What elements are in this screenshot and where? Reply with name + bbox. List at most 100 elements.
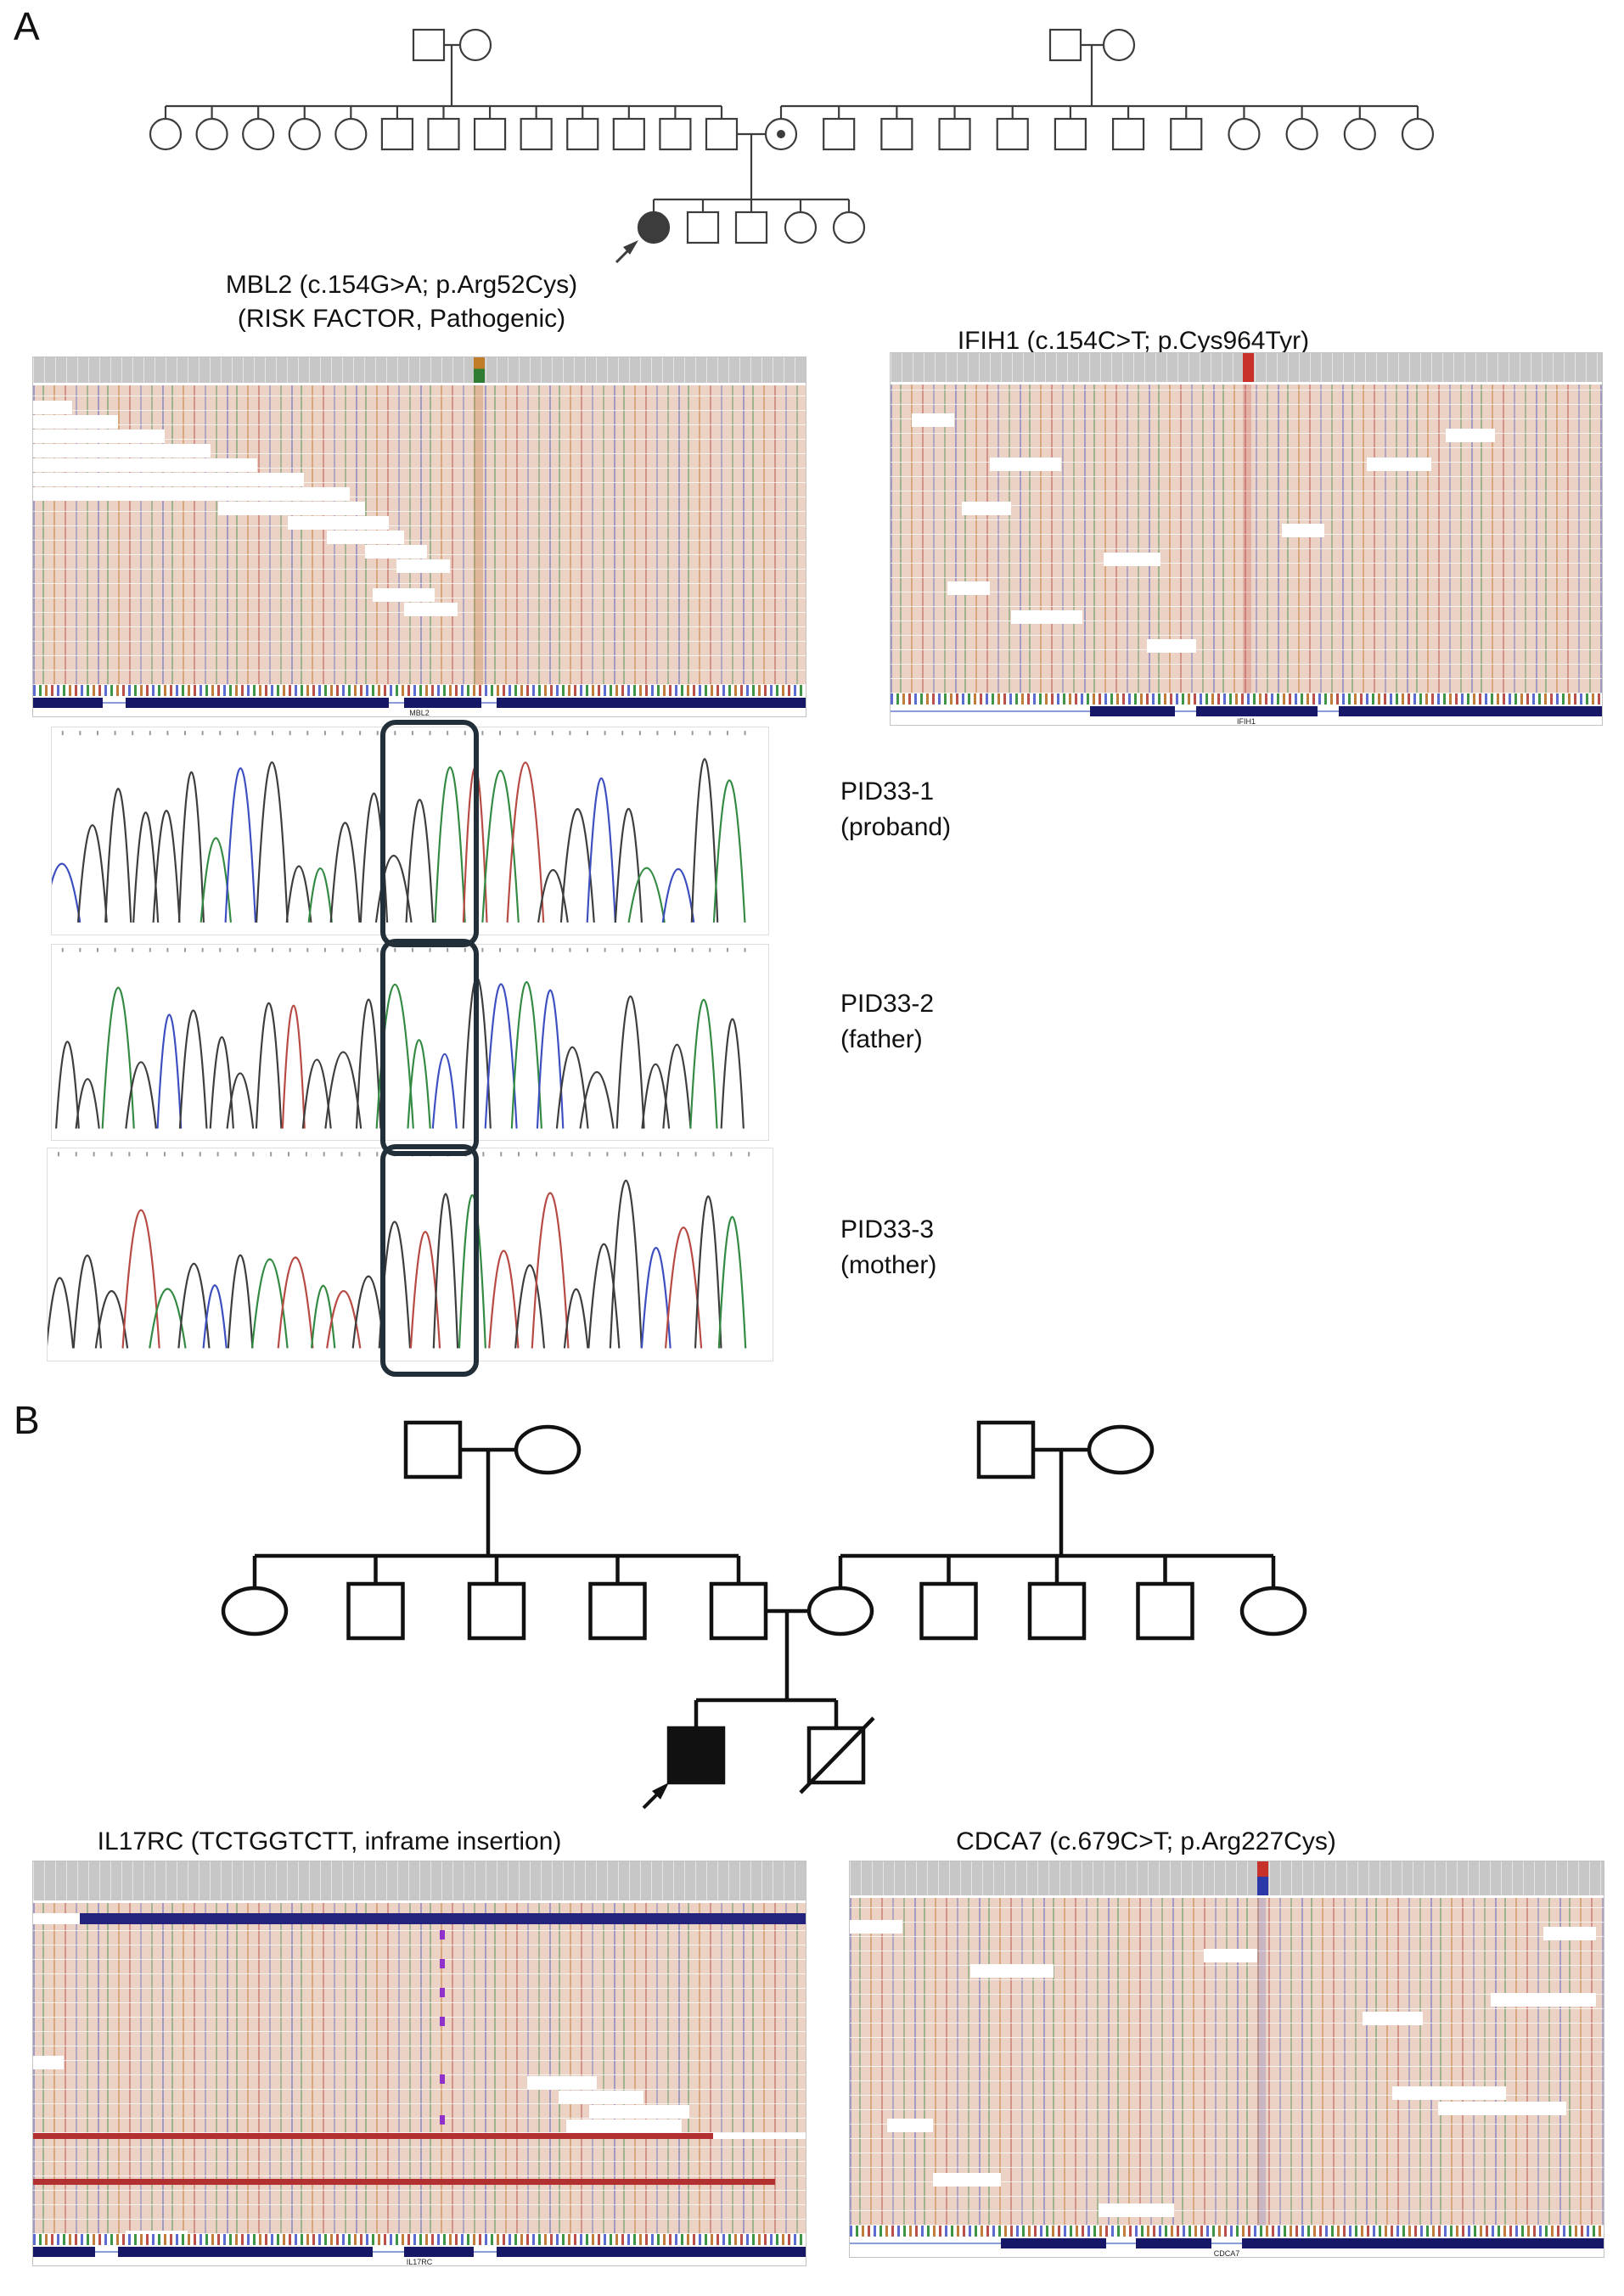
insertion-mark [439,2115,446,2125]
highlighted-read-row [79,1913,806,1924]
read-gap [33,458,257,472]
gene-exon-block [1089,706,1176,716]
mbl2-title: MBL2 (c.154G>A; p.Arg52Cys) (RISK FACTOR… [32,268,771,336]
read-gap [1146,639,1197,653]
gene-exon-block [403,698,481,708]
chromatogram-father-svg [55,947,746,1129]
chromatogram-proband-svg [52,731,746,923]
trace-label-proband: PID33-1 (proband) [840,774,951,845]
gene-track: IFIH1 [891,705,1602,726]
insertion-mark [439,1959,446,1968]
trace-relation: (mother) [840,1251,937,1279]
panel-b-label: B [14,1398,41,1442]
sequence-track [33,2234,806,2245]
gene-exon-block [1241,2238,1604,2248]
igv-panel-mbl2: MBL2 [32,356,806,717]
igv-panel-ifih1: IFIH1 [890,352,1603,726]
variant-column [473,385,483,685]
chromatogram-proband [51,727,769,935]
read-gap [326,530,404,544]
chromatogram-father [51,944,769,1141]
il17rc-title: IL17RC (TCTGGTCTT, inframe insertion) [97,1827,562,1855]
coverage-track [33,1861,806,1903]
gene-exon-block [497,2247,806,2257]
read-gap [1104,553,1161,566]
carrier-dot [777,130,785,138]
read-gap [33,429,165,443]
read-gap [33,444,211,458]
pedigree-a-diagram [149,28,1435,263]
trace-label-father: PID33-2 (father) [840,986,934,1058]
variant-highlight-box-proband [380,720,479,947]
read-gap [33,473,304,486]
gene-exon-block [1136,2238,1212,2248]
gene-track: CDCA7 [850,2237,1604,2258]
gene-label: IL17RC [406,2258,433,2266]
proband-symbol [637,211,671,244]
trace-relation: (father) [840,1025,923,1053]
read-gap [887,2119,933,2132]
coverage-track [891,353,1602,385]
read-gap [403,603,458,616]
gene-exon-block [1196,706,1318,716]
read-gap [565,2119,683,2133]
cdca7-title: CDCA7 (c.679C>T; p.Arg227Cys) [956,1827,1336,1855]
coverage-track [850,1861,1604,1898]
gene-exon-block [33,698,103,708]
read-gap [33,2056,65,2069]
read-gap [1445,429,1496,442]
read-gap [558,2091,643,2104]
read-gap [396,559,451,573]
read-gap [1392,2086,1506,2100]
insertion-mark [439,1930,446,1940]
gene-label: CDCA7 [1213,2249,1240,2258]
reads-track [33,385,806,685]
variant-column [1242,385,1251,693]
variant-coverage-stack [473,357,485,383]
sequence-track [33,685,806,696]
read-gap [365,545,428,559]
gene-exon-block [1338,706,1602,716]
gene-exon-block [403,2247,474,2257]
read-gap [961,502,1012,515]
trace-label-mother: PID33-3 (mother) [840,1212,936,1283]
gene-exon-block [497,698,806,708]
read-gap [990,458,1062,471]
gene-exon-block [1000,2238,1106,2248]
read-gap [947,581,991,595]
read-gap [1204,1949,1257,1962]
gene-line [850,2243,1604,2244]
gene-exon-block [126,698,389,708]
reads-track [891,385,1602,693]
gene-exon-block [118,2247,374,2257]
trace-sample-id: PID33-3 [840,1215,935,1243]
read-gap [1281,524,1325,537]
reads-track [33,1903,806,2234]
mismatch-read-row [33,2133,713,2139]
proband-symbol [666,1726,726,1785]
chromatogram-mother [47,1148,773,1361]
variant-coverage-stack [1256,1861,1268,1895]
coverage-track [33,357,806,385]
trace-sample-id: PID33-1 [840,777,935,806]
igv-panel-il17rc: IL17RC [32,1861,806,2266]
read-gap [850,1920,903,1934]
trace-relation: (proband) [840,813,952,841]
mbl2-title-line2: (RISK FACTOR, Pathogenic) [237,305,566,333]
read-gap [1543,1927,1597,1940]
pedigree-b-diagram [221,1420,1307,1810]
mbl2-title-line1: MBL2 (c.154G>A; p.Arg52Cys) [225,271,578,299]
gene-label: IFIH1 [1236,717,1256,726]
insertion-mark [439,2017,446,2026]
read-gap [912,413,955,427]
variant-highlight-box-father [380,939,479,1156]
read-gap [1362,2012,1423,2025]
insertion-mark [439,2074,446,2084]
read-gap [33,401,72,414]
read-gap [288,516,389,530]
read-gap [1490,1993,1597,2007]
trace-sample-id: PID33-2 [840,990,935,1018]
read-gap [1367,458,1431,471]
variant-highlight-box-mother [380,1144,479,1377]
